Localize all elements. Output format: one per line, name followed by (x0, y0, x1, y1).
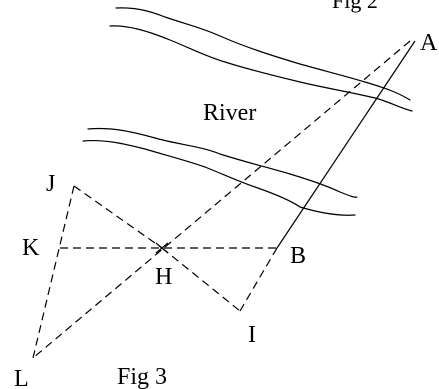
upper-bank-outer (115, 7, 411, 101)
lower-bank-inner (82, 139, 356, 216)
line-a-b (276, 40, 416, 249)
river-label: River (203, 100, 256, 126)
point-k-label: K (22, 235, 40, 261)
fig3-label: Fig 3 (117, 364, 167, 389)
line-a-l (32, 40, 411, 359)
point-a-label: A (420, 30, 438, 56)
point-i-label: I (248, 322, 256, 348)
line-i-b (239, 247, 278, 312)
point-b-label: B (290, 243, 306, 269)
point-h-mark (155, 242, 169, 254)
line-h-i (161, 247, 241, 312)
line-j-l (32, 185, 75, 359)
lower-bank-outer (87, 127, 358, 198)
fig2-label: Fig 2 (332, 0, 378, 13)
point-j-label: J (46, 171, 55, 197)
point-h-label: H (155, 264, 172, 290)
line-j-h (73, 185, 163, 249)
point-l-label: L (14, 366, 29, 389)
upper-bank-inner (109, 25, 413, 112)
